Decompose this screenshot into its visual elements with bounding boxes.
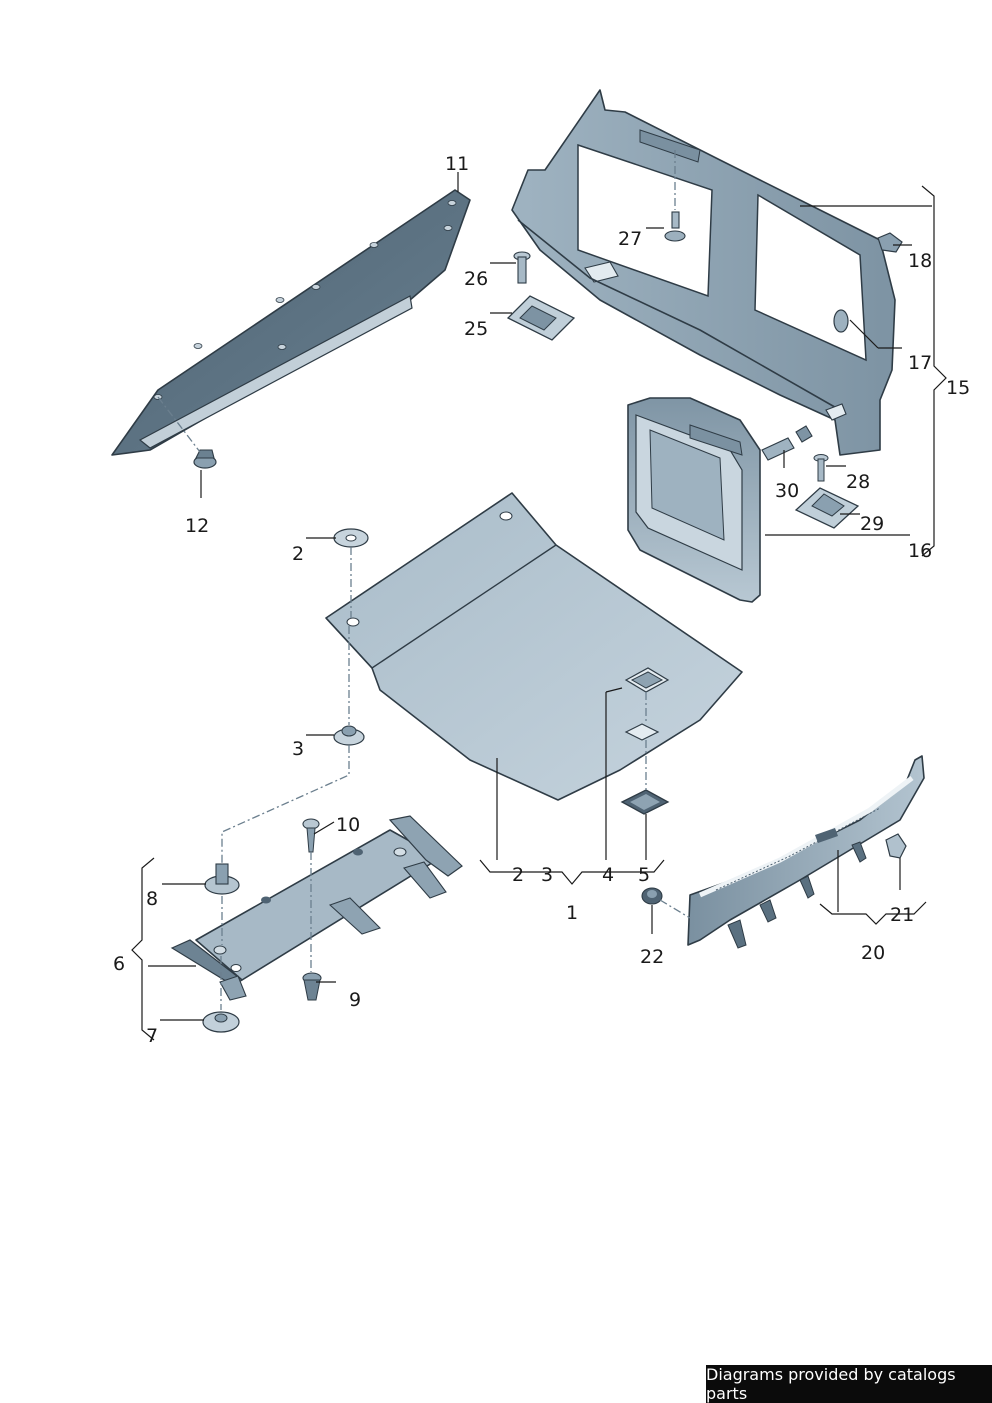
credit-banner: Diagrams provided by catalogs parts	[706, 1365, 992, 1403]
bolt-30	[761, 425, 813, 461]
label-16: 16	[908, 540, 932, 562]
label-3-top: 3	[292, 738, 304, 760]
label-1: 1	[566, 902, 578, 924]
credit-text: Diagrams provided by catalogs parts	[706, 1365, 956, 1403]
label-27: 27	[618, 228, 642, 250]
label-15: 15	[946, 377, 970, 399]
label-4: 4	[602, 864, 614, 886]
support-plate	[170, 815, 463, 1001]
label-18: 18	[908, 250, 932, 272]
label-7: 7	[146, 1025, 158, 1047]
washer-7	[202, 956, 240, 1033]
label-28: 28	[846, 471, 870, 493]
label-11: 11	[445, 153, 469, 175]
label-2-top: 2	[292, 543, 304, 565]
label-20: 20	[861, 942, 885, 964]
leader-lines	[148, 172, 932, 1021]
floor-covering	[325, 492, 743, 801]
screw-26	[513, 251, 531, 284]
label-21: 21	[890, 904, 914, 926]
holder-25	[506, 295, 576, 341]
label-22: 22	[640, 946, 664, 968]
loading-sill-trim	[687, 755, 925, 949]
label-12: 12	[185, 515, 209, 537]
nut-3	[221, 626, 365, 868]
side-trim-panel	[511, 89, 896, 456]
clip-18	[877, 232, 903, 253]
parcel-shelf-panel	[111, 189, 471, 456]
label-8: 8	[146, 888, 158, 910]
nut-22	[641, 887, 691, 919]
label-9: 9	[349, 989, 361, 1011]
group-brackets	[131, 185, 947, 1041]
bolt-27	[664, 150, 686, 242]
label-2-bottom: 2	[512, 864, 524, 886]
storage-box	[627, 397, 761, 603]
clip-9	[302, 944, 322, 1001]
label-30: 30	[775, 480, 799, 502]
clip-21	[885, 833, 907, 859]
part-labels: 11 12 2 3 26 25 27 18 17 15 16 30 28 29 …	[113, 153, 970, 1047]
label-25: 25	[464, 318, 488, 340]
grommet-8	[204, 863, 240, 945]
screw-28	[813, 454, 829, 482]
bracket-29	[794, 487, 860, 529]
screw-10	[302, 818, 320, 940]
label-17: 17	[908, 352, 932, 374]
label-5: 5	[638, 864, 650, 886]
label-26: 26	[464, 268, 488, 290]
label-10: 10	[336, 814, 360, 836]
label-29: 29	[860, 513, 884, 535]
fastener-12	[157, 396, 217, 469]
label-6: 6	[113, 953, 125, 975]
pad-5	[620, 740, 670, 815]
label-3-bottom: 3	[541, 864, 553, 886]
